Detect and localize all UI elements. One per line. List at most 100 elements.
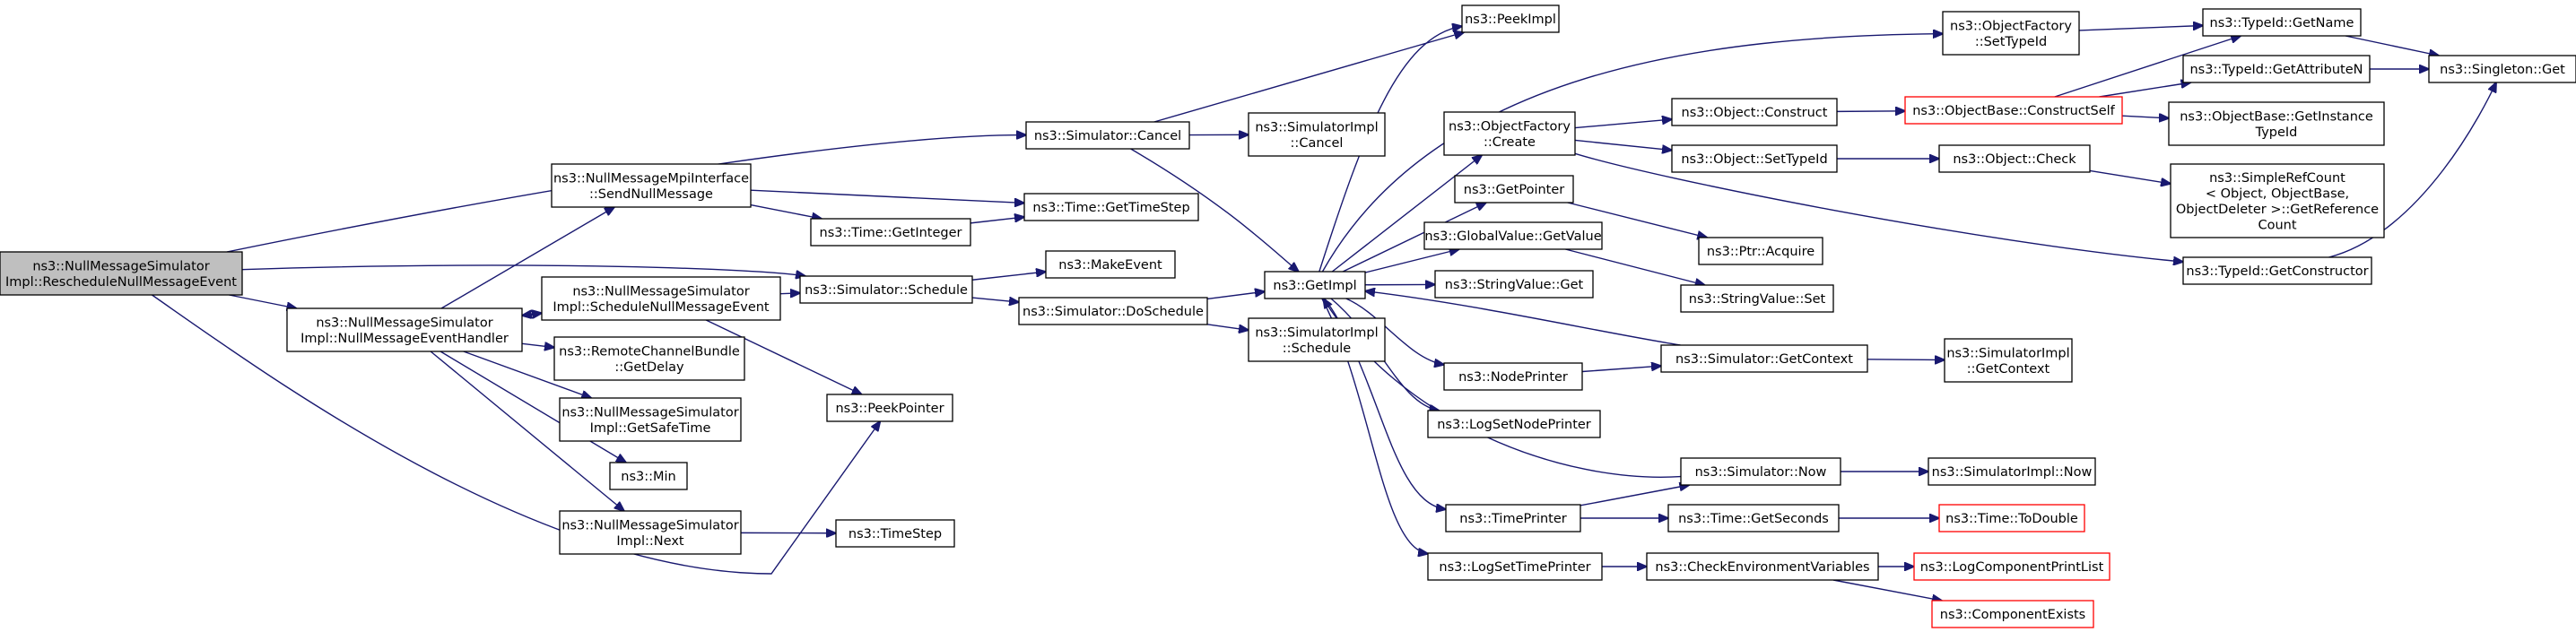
node-label: ns3::NullMessageMpiInterface: [553, 171, 749, 186]
node-schednull[interactable]: ns3::NullMessageSimulatorImpl::ScheduleN…: [541, 276, 781, 321]
edge-line: [2078, 25, 2203, 31]
node-handler[interactable]: ns3::NullMessageSimulatorImpl::NullMessa…: [286, 307, 523, 352]
node-box: [1264, 271, 1366, 299]
node-box: [541, 276, 781, 321]
node-nodeprinter[interactable]: ns3::NodePrinter: [1443, 362, 1583, 391]
edge-line: [2121, 116, 2169, 118]
node-box: [1025, 121, 1190, 150]
node-logcomp[interactable]: ns3::LogComponentPrintList: [1913, 552, 2110, 581]
node-objcheck[interactable]: ns3::Object::Check: [1938, 144, 2091, 173]
node-doschedule[interactable]: ns3::Simulator::DoSchedule: [1018, 297, 1208, 325]
node-label: ::SendNullMessage: [589, 187, 713, 202]
node-tidgetattr[interactable]: ns3::TypeId::GetAttributeN: [2182, 55, 2371, 83]
node-ptracquire[interactable]: ns3::Ptr::Acquire: [1698, 237, 1823, 265]
node-gettimestep[interactable]: ns3::Time::GetTimeStep: [1023, 193, 1199, 221]
node-safetime[interactable]: ns3::NullMessageSimulatorImpl::GetSafeTi…: [559, 397, 742, 442]
node-label: ns3::ObjectBase::GetInstance: [2180, 109, 2373, 124]
edge-handler-to-safetime: [463, 351, 591, 398]
edge-getinteger-to-gettimestep: [970, 217, 1024, 224]
edge-line: [521, 313, 542, 316]
node-cancel[interactable]: ns3::Simulator::Cancel: [1025, 121, 1190, 150]
node-label: ns3::SimulatorImpl: [1946, 346, 2069, 360]
node-label: ns3::NullMessageSimulator: [32, 259, 209, 273]
edge-root-to-peekptr: [152, 294, 880, 575]
node-getcontext[interactable]: ns3::Simulator::GetContext: [1660, 344, 1868, 373]
node-box: [2428, 55, 2576, 83]
node-getimpl[interactable]: ns3::GetImpl: [1264, 271, 1366, 299]
node-gvgetvalue[interactable]: ns3::GlobalValue::GetValue: [1423, 221, 1603, 250]
edge-sendnull-to-getinteger: [750, 203, 822, 219]
node-simpleref[interactable]: ns3::SimpleRefCount< Object, ObjectBase,…: [2170, 163, 2385, 238]
node-compexists[interactable]: ns3::ComponentExists: [1931, 600, 2094, 628]
node-getpointer[interactable]: ns3::GetPointer: [1454, 175, 1574, 203]
node-constructself[interactable]: ns3::ObjectBase::ConstructSelf: [1904, 96, 2123, 125]
edge-line: [1153, 32, 1464, 123]
node-tidgetname[interactable]: ns3::TypeId::GetName: [2202, 8, 2362, 37]
node-simnow[interactable]: ns3::Simulator::Now: [1680, 457, 1841, 486]
node-logsettime[interactable]: ns3::LogSetTimePrinter: [1427, 552, 1603, 581]
edge-line: [1206, 291, 1265, 300]
edge-line: [2099, 82, 2191, 98]
edge-ofcreate-to-objconstruct: [1574, 119, 1672, 129]
edge-cancel-to-peekimpl: [1153, 32, 1464, 123]
node-logsetnode[interactable]: ns3::LogSetNodePrinter: [1427, 410, 1601, 438]
node-label: Count: [2258, 218, 2296, 232]
edge-line: [750, 203, 822, 219]
node-label: ns3::GetPointer: [1464, 183, 1565, 197]
edge-objconstruct-to-constructself: [1836, 111, 1905, 112]
node-min[interactable]: ns3::Min: [609, 462, 688, 490]
edge-getimpl-to-logsetnode: [1330, 298, 1440, 411]
node-implcontext[interactable]: ns3::SimulatorImpl::GetContext: [1944, 338, 2073, 383]
node-label: ns3::NullMessageSimulator: [561, 518, 738, 532]
node-objsettypeid[interactable]: ns3::Object::SetTypeId: [1671, 144, 1838, 173]
node-timeprinter[interactable]: ns3::TimePrinter: [1445, 504, 1581, 532]
node-schedule[interactable]: ns3::Simulator::Schedule: [799, 275, 973, 304]
node-implschedule[interactable]: ns3::SimulatorImpl::Schedule: [1248, 317, 1386, 362]
node-tidgetctor[interactable]: ns3::TypeId::GetConstructor: [2182, 256, 2372, 285]
node-ofcreate[interactable]: ns3::ObjectFactory::Create: [1443, 111, 1576, 156]
node-label: ns3::Min: [621, 470, 675, 484]
node-getinteger[interactable]: ns3::Time::GetInteger: [810, 218, 971, 247]
node-ofsettypeid[interactable]: ns3::ObjectFactory::SetTypeId: [1942, 11, 2080, 56]
node-label: ns3::Simulator::Schedule: [805, 283, 968, 298]
node-timestep[interactable]: ns3::TimeStep: [835, 519, 955, 548]
node-remote[interactable]: ns3::RemoteChannelBundle::GetDelay: [553, 336, 745, 381]
node-peekimpl[interactable]: ns3::PeekImpl: [1461, 4, 1560, 33]
node-peekptr[interactable]: ns3::PeekPointer: [826, 394, 953, 422]
node-svset[interactable]: ns3::StringValue::Set: [1680, 284, 1834, 313]
edge-line: [229, 294, 296, 308]
node-box: [1443, 111, 1576, 156]
node-box: [1434, 270, 1594, 299]
node-svget[interactable]: ns3::StringValue::Get: [1434, 270, 1594, 299]
node-box: [1904, 96, 2123, 125]
edge-getimpl-to-peekimpl: [1318, 26, 1462, 273]
node-root: ns3::NullMessageSimulatorImpl::Reschedul…: [0, 251, 243, 296]
node-implcancel[interactable]: ns3::SimulatorImpl::Cancel: [1248, 112, 1386, 157]
node-checkenv[interactable]: ns3::CheckEnvironmentVariables: [1646, 552, 1879, 581]
node-objconstruct[interactable]: ns3::Object::Construct: [1671, 98, 1838, 126]
node-label: ns3::CheckEnvironmentVariables: [1655, 560, 1869, 575]
edge-gvgetvalue-to-svset: [1565, 248, 1704, 285]
node-label: ::Schedule: [1283, 342, 1351, 356]
node-label: ns3::Time::GetInteger: [820, 226, 962, 240]
node-box: [1646, 552, 1879, 581]
node-box: [810, 218, 971, 247]
edge-line: [1130, 148, 1299, 272]
node-box: [1023, 193, 1199, 221]
edge-handler-to-sendnull: [440, 207, 614, 309]
node-implnow[interactable]: ns3::SimulatorImpl::Now: [1928, 457, 2096, 486]
node-todouble[interactable]: ns3::Time::ToDouble: [1938, 504, 2085, 532]
node-label: ns3::SimulatorImpl::Now: [1932, 465, 2093, 480]
edge-getcontext-to-getimpl: [1365, 291, 1681, 346]
edge-getpointer-to-ptracquire: [1567, 202, 1707, 238]
edge-timeprinter-to-simnow: [1580, 485, 1689, 506]
node-getseconds[interactable]: ns3::Time::GetSeconds: [1667, 504, 1840, 532]
node-singleton[interactable]: ns3::Singleton::Get: [2428, 55, 2576, 83]
node-box: [1427, 552, 1603, 581]
node-makeevent[interactable]: ns3::MakeEvent: [1045, 250, 1176, 279]
edge-schedule-to-makeevent: [971, 272, 1046, 281]
node-box: [1931, 600, 2094, 628]
node-sendnull[interactable]: ns3::NullMessageMpiInterface::SendNullMe…: [551, 163, 752, 208]
